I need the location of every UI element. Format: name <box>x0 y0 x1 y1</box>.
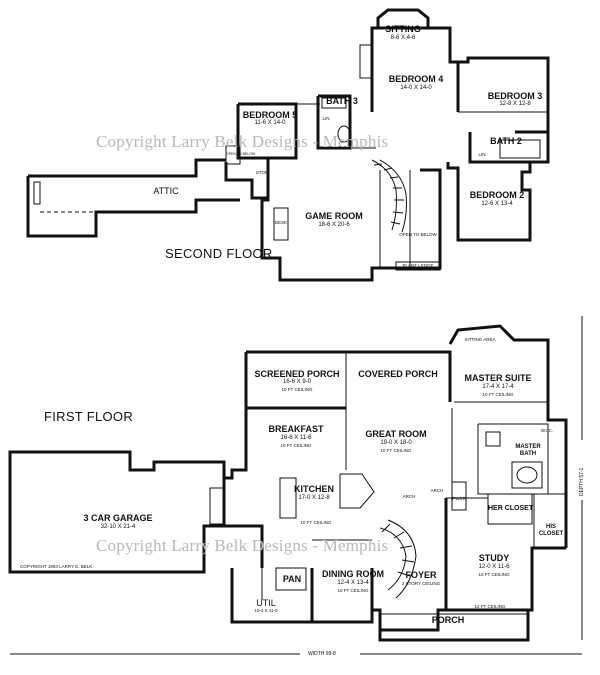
screened-porch-dim: 16-6 X 9-0 <box>282 379 312 385</box>
study-label: STUDY <box>478 553 510 563</box>
garage-dim: 32-10 X 21-4 <box>100 524 136 530</box>
covered-porch-label: COVERED PORCH <box>358 369 438 379</box>
master-suite-ceiling: 10 FT CEILING <box>482 392 514 397</box>
pantry-label: PAN <box>282 574 302 584</box>
kitchen-label: KITCHEN <box>294 484 334 494</box>
width-dimension: WIDTH 99-8 <box>308 651 336 657</box>
study-ceiling: 10 FT CEILING <box>478 572 510 577</box>
porch-ceiling: 12 FT CEILING <box>474 604 506 609</box>
open-to-below-note-foyer: OPEN TO BELOW <box>399 232 437 237</box>
game-room-label: GAME ROOM <box>305 211 363 221</box>
utility-label: UTIL <box>256 598 276 608</box>
storage-note: STOR <box>255 170 269 175</box>
watermark-second-floor: Copyright Larry Belk Designs - Memphis <box>96 132 389 151</box>
second-floor-label: SECOND FLOOR <box>165 246 273 261</box>
great-room-ceiling: 10 FT CEILING <box>380 448 412 453</box>
kitchen-dim: 17-0 X 12-8 <box>298 495 330 501</box>
bedroom3-label: BEDROOM 3 <box>487 91 543 101</box>
bedroom3-dim: 12-8 X 12-8 <box>499 101 531 107</box>
screened-porch-ceiling: 10 FT CEILING <box>281 387 313 392</box>
breakfast-label: BREAKFAST <box>268 424 324 434</box>
sitting-dim: 8-6 X 4-6 <box>390 35 416 41</box>
watermark-first-floor: Copyright Larry Belk Designs - Memphis <box>96 536 389 555</box>
plant-ledge-note: PLANT LEDGE <box>402 263 434 268</box>
attic-label: ATTIC <box>153 186 179 196</box>
master-suite-dim: 17-4 X 17-4 <box>482 384 514 390</box>
dining-room-dim: 12-4 X 13-4 <box>337 580 369 586</box>
study-dim: 12-0 X 11-6 <box>478 564 510 570</box>
porch-label: PORCH <box>431 615 465 625</box>
master-suite-label: MASTER SUITE <box>464 373 532 383</box>
sitting-area-note: SITTING AREA <box>464 337 496 342</box>
screened-porch-label: SCREENED PORCH <box>254 369 340 379</box>
linen-note-bath2: LIN <box>478 152 486 157</box>
arch-note-2: ARCH <box>430 488 444 493</box>
powder-room-note: PWDR <box>452 496 466 501</box>
foyer-ceiling: 2 STORY CEILING <box>401 581 441 586</box>
second-floor-walls <box>26 8 550 282</box>
breakfast-dim: 16-6 X 11-6 <box>280 435 312 441</box>
walk-in-closet-note: W.I.C. <box>540 428 554 433</box>
his-closet-label: HIS CLOSET <box>538 524 564 537</box>
bedroom5-dim: 11-6 X 14-0 <box>254 120 286 126</box>
game-room-dim: 18-6 X 20-6 <box>318 222 350 228</box>
arch-note-1: ARCH <box>402 494 416 499</box>
bath2-label: BATH 2 <box>490 136 522 146</box>
bedroom5-label: BEDROOM 5 <box>242 110 298 120</box>
kitchen-ceiling: 10 FT CEILING <box>300 520 332 525</box>
utility-dim: 10-4 X 11-0 <box>254 608 278 613</box>
open-to-below-note-stair: OPEN TO BELOW <box>226 152 256 156</box>
dining-room-label: DINING ROOM <box>322 569 384 579</box>
bedroom2-dim: 12-6 X 13-4 <box>481 201 513 207</box>
garage-label: 3 CAR GARAGE <box>83 513 153 523</box>
first-floor-label: FIRST FLOOR <box>44 409 134 424</box>
great-room-label: GREAT ROOM <box>365 429 427 439</box>
copyright-note: COPYRIGHT 1993 LARRY E. BELK <box>20 564 93 569</box>
dining-room-ceiling: 10 FT CEILING <box>337 588 369 593</box>
foyer-label: FOYER <box>405 570 437 580</box>
desk-note: DESK <box>274 220 288 225</box>
bath3-label: BATH 3 <box>326 96 358 106</box>
great-room-dim: 19-0 X 18-0 <box>380 440 412 446</box>
her-closet-label: HER CLOSET <box>488 505 534 512</box>
breakfast-ceiling: 10 FT CEILING <box>280 443 312 448</box>
master-bath-label: MASTER BATH <box>515 444 541 457</box>
sitting-label: SITTING <box>385 24 421 34</box>
bedroom2-label: BEDROOM 2 <box>469 190 525 200</box>
depth-dimension: DEPTH 57-1 <box>579 467 585 496</box>
bedroom4-dim: 14-0 X 14-0 <box>400 85 432 91</box>
first-floor-walls <box>8 316 583 655</box>
linen-note-bath3: LIN <box>322 116 330 121</box>
bedroom4-label: BEDROOM 4 <box>388 74 444 84</box>
